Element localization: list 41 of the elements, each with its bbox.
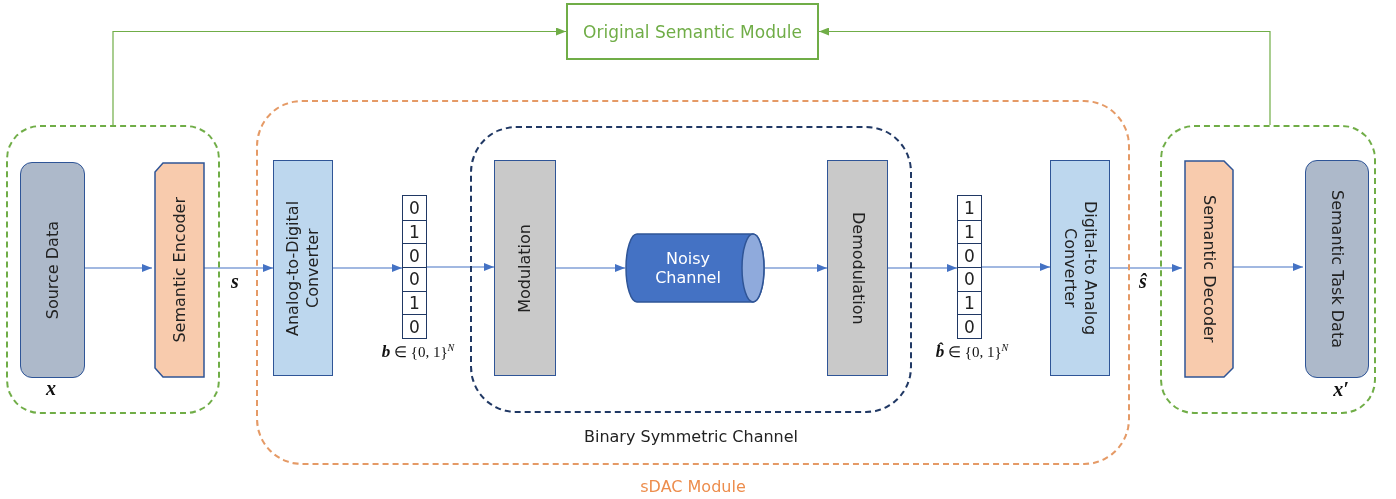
bit-cell: 0 [958, 243, 981, 267]
set-notation-label: b̂ ∈ {0, 1}$^{N}$ [934, 342, 1010, 362]
bit-cell-text: 0 [408, 196, 421, 220]
data-block: Source Data [20, 162, 85, 378]
dashed-group-frame [1160, 125, 1376, 414]
arrow [764, 264, 828, 272]
bit-cell: 1 [958, 290, 981, 315]
variable-label: x′ [1332, 378, 1350, 401]
group-heading: sDAC Module [640, 477, 746, 496]
bit-cell: 1 [403, 219, 426, 244]
process-block: Modulation [494, 160, 556, 376]
set-notation-label: b ∈ {0, 1}$^{N}$ [380, 342, 456, 362]
arrow [981, 263, 1051, 271]
bit-cell: 0 [403, 267, 426, 291]
arrow [1109, 264, 1183, 272]
block-label: Semantic Encoder [169, 197, 190, 343]
dashed-group-frame [6, 125, 220, 414]
bit-cell: 1 [958, 219, 981, 244]
arrow [555, 264, 626, 272]
variable-label: x [44, 377, 57, 400]
arrow [426, 263, 495, 271]
bit-cell: 1 [403, 290, 426, 315]
arrow [112, 27, 567, 126]
block-label: Semantic Decoder [1199, 195, 1219, 343]
arrow [332, 264, 403, 272]
data-block: Semantic Task Data [1305, 160, 1369, 378]
arrow [818, 27, 1271, 126]
converter-block: Analog-to-Digital Converter [273, 160, 333, 376]
arrow [887, 264, 958, 272]
converter-block: Digital-to Analog Converter [1050, 160, 1110, 376]
bit-vector [402, 195, 427, 339]
module-box: Original Semantic Module [566, 3, 819, 60]
process-block: Demodulation [827, 160, 888, 376]
bit-cell: 0 [403, 243, 426, 267]
bit-cell: 0 [958, 314, 981, 338]
bit-cell-text: 1 [963, 196, 976, 220]
bit-cell: 0 [403, 314, 426, 338]
bit-cell: 0 [958, 267, 981, 291]
bit-vector [957, 195, 982, 339]
channel-label: Noisy Channel [654, 248, 722, 288]
group-heading: Binary Symmetric Channel [584, 427, 798, 446]
